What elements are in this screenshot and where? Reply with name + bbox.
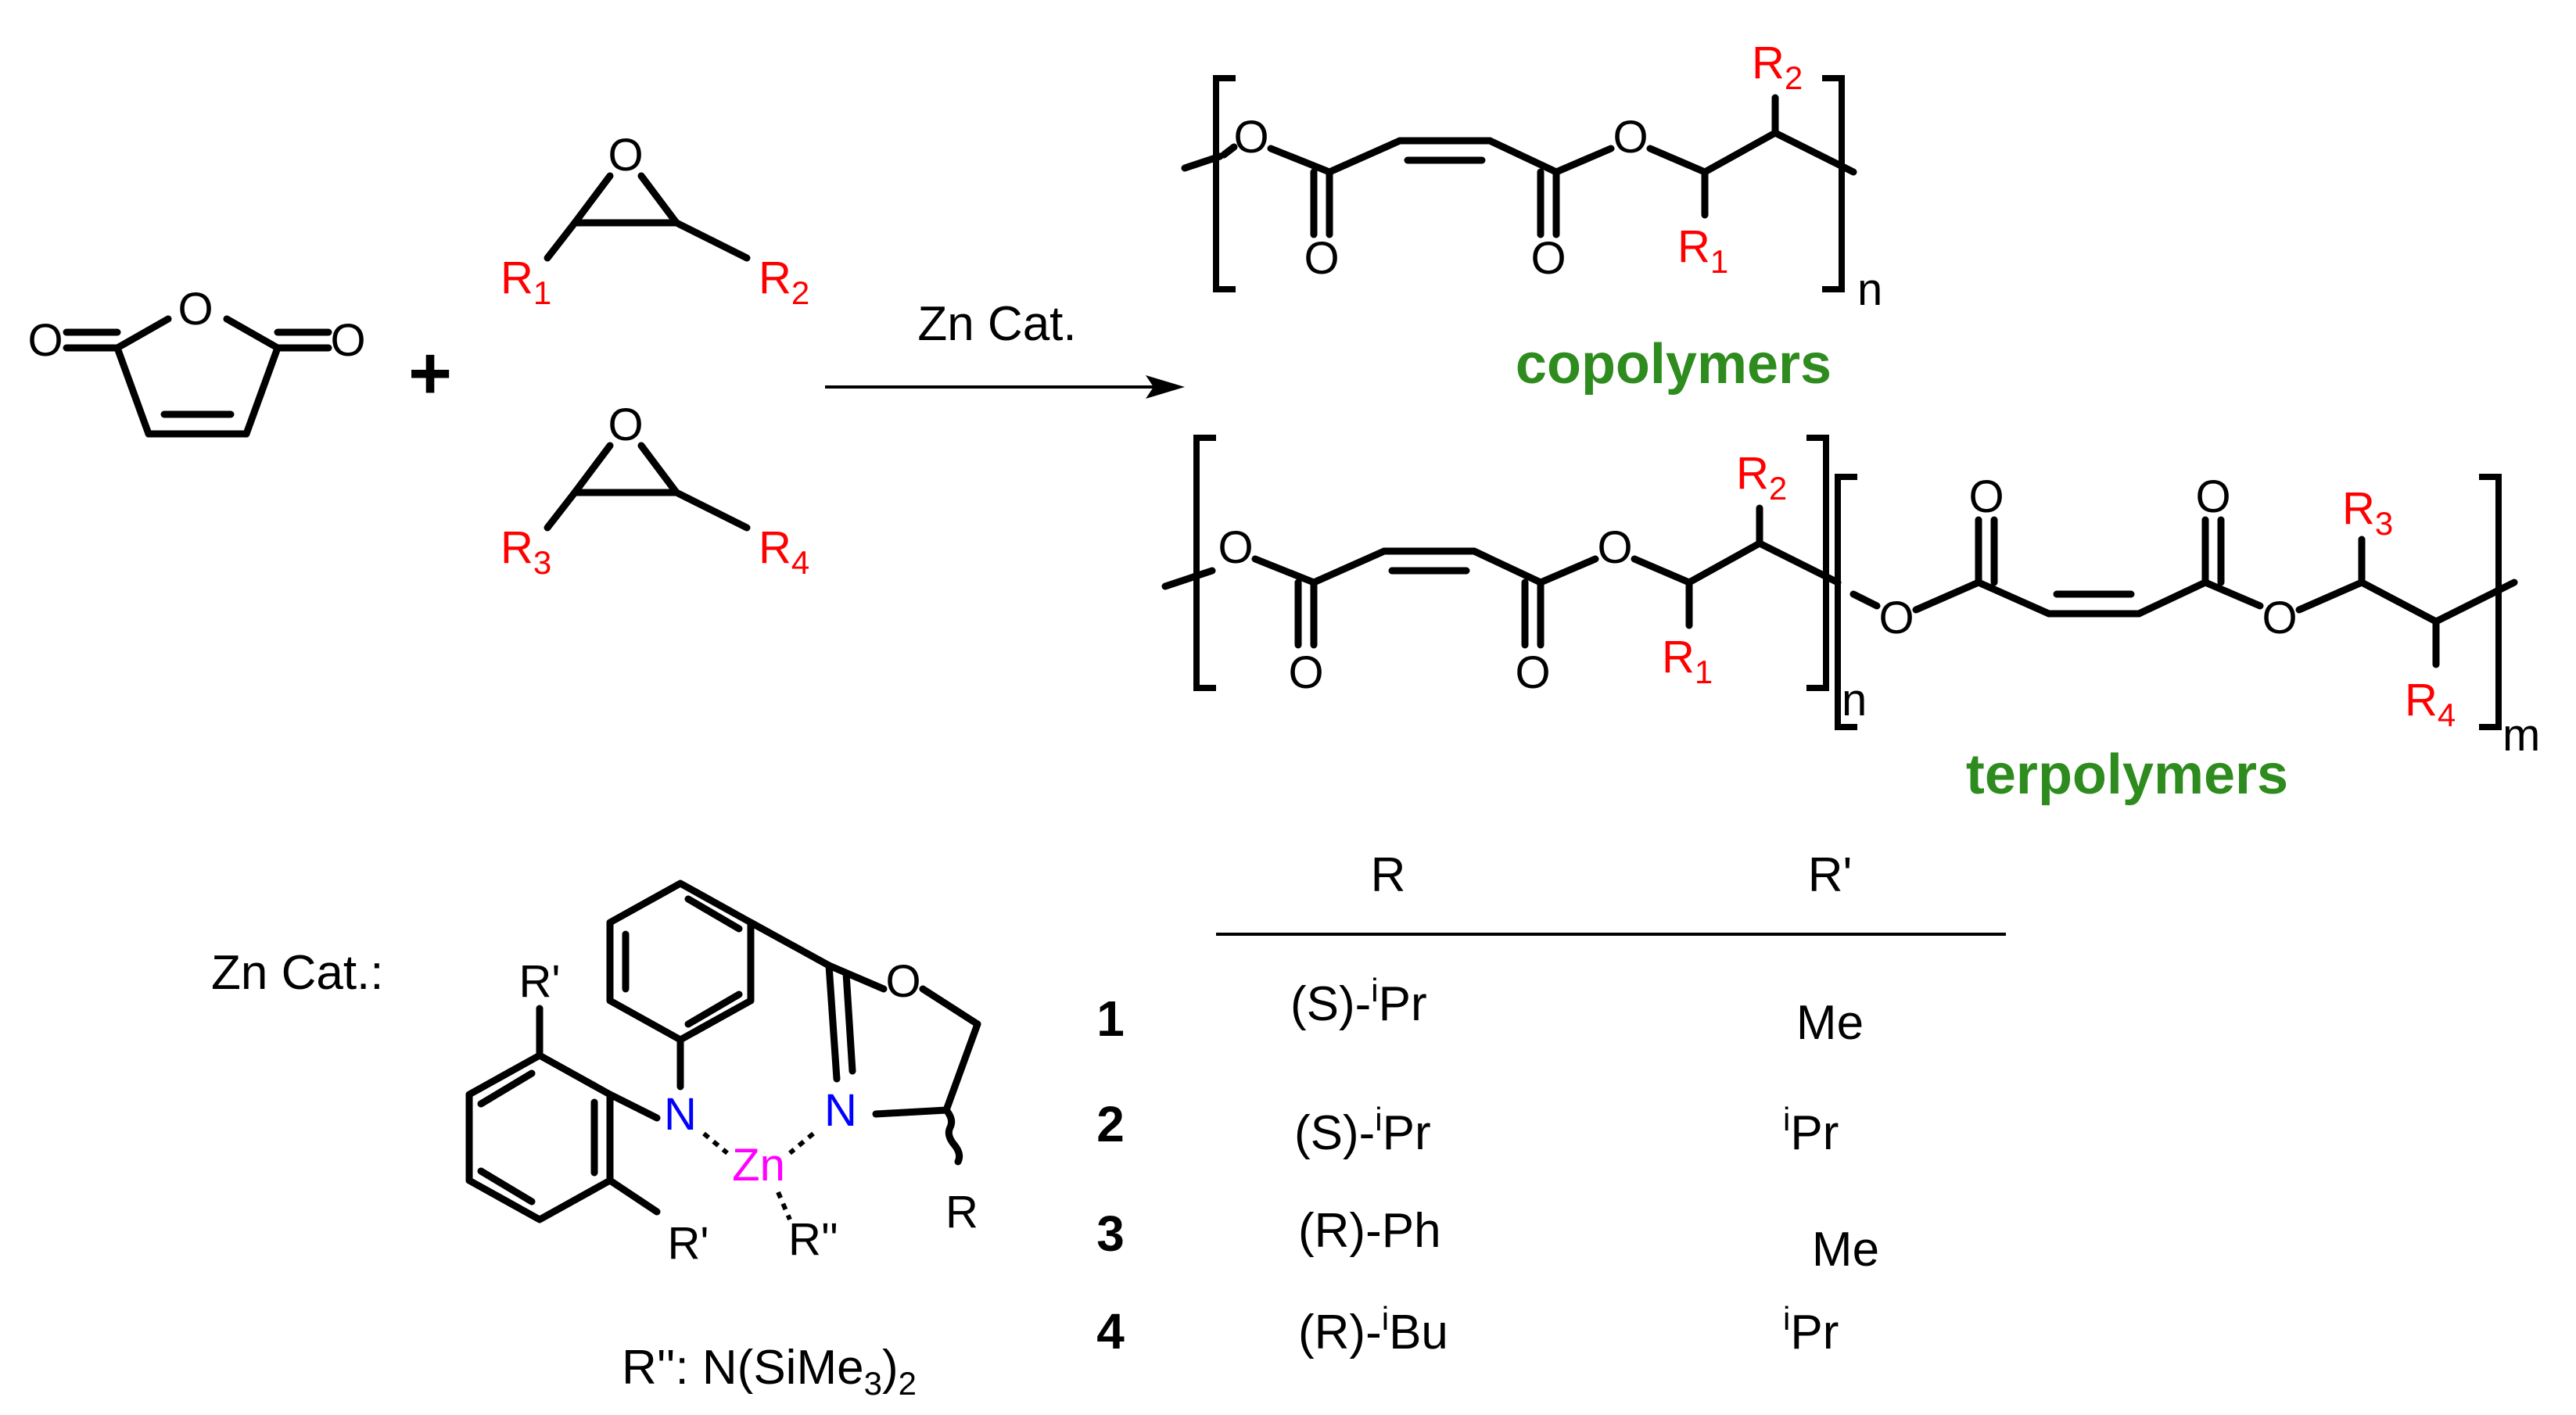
terpolymer-r4: R4 — [2405, 675, 2456, 733]
table-row-1-id: 1 — [1096, 990, 1125, 1047]
plus-sign: + — [408, 331, 452, 415]
table-row-1-r-prime: Me — [1796, 996, 1864, 1050]
oxazoline-oxygen: O — [885, 956, 920, 1007]
epoxide-r3-r4: O R3 R4 — [500, 399, 809, 581]
terpolymer-subscript-n: n — [1842, 675, 1867, 725]
terpolymer-ester-oxygen-1: O — [1218, 522, 1253, 573]
copolymer-structure: O O O O R2 R1 n copolymers — [1181, 38, 1882, 396]
substituent-r2: R2 — [759, 253, 809, 311]
terpolymer-ester-oxygen-3: O — [1878, 593, 1914, 643]
table-row-4-id: 4 — [1096, 1303, 1125, 1359]
arrow-catalyst-label: Zn Cat. — [917, 297, 1076, 351]
copolymer-r1: R1 — [1677, 221, 1728, 280]
substituent-r1: R1 — [500, 253, 551, 311]
terpolymer-carbonyl-oxygen-2: O — [1515, 647, 1550, 698]
epoxide1-oxygen: O — [608, 130, 643, 181]
copolymer-ester-oxygen-2: O — [1613, 112, 1648, 163]
terpolymer-structure: O O O O R2 R1 n O O O O — [1161, 435, 2540, 806]
epoxide-r1-r2: O R1 R2 — [500, 130, 809, 311]
anhydride-ring-oxygen: O — [178, 284, 213, 335]
copolymer-subscript-n: n — [1857, 264, 1882, 315]
terpolymer-ester-oxygen-4: O — [2262, 593, 2297, 643]
table-header-r: R — [1371, 848, 1406, 902]
catalyst-table: R R' 1 (S)-iPr Me 2 (S)-iPr iPr 3 (R)-Ph… — [1096, 848, 2006, 1359]
terpolymer-carbonyl-oxygen-1: O — [1288, 647, 1323, 698]
copolymer-r2: R2 — [1752, 38, 1803, 96]
r-double-prime-definition: R'': N(SiMe3)2 — [622, 1341, 917, 1402]
substituent-r4: R4 — [759, 522, 809, 581]
terpolymer-subscript-m: m — [2502, 710, 2540, 761]
table-row-3-r-prime: Me — [1812, 1223, 1879, 1277]
amido-nitrogen: N — [664, 1089, 697, 1140]
copolymer-carbonyl-oxygen-2: O — [1530, 233, 1566, 284]
terpolymer-ester-oxygen-2: O — [1597, 522, 1632, 573]
epoxide2-oxygen: O — [608, 399, 643, 450]
copolymers-label: copolymers — [1516, 333, 1832, 396]
table-row-2-r-prime: iPr — [1783, 1101, 1839, 1160]
table-row-2-r: (S)-iPr — [1294, 1101, 1431, 1160]
zinc-ligand-r-double-prime: R'' — [788, 1214, 838, 1265]
table-row-4-r: (R)-iBu — [1298, 1300, 1448, 1359]
copolymer-carbonyl-oxygen-1: O — [1304, 233, 1339, 284]
terpolymer-carbonyl-oxygen-3: O — [1968, 471, 2004, 522]
table-header-r-prime: R' — [1808, 848, 1853, 902]
terpolymers-label: terpolymers — [1966, 743, 2288, 806]
maleic-anhydride: O O O — [27, 284, 366, 438]
table-row-2-id: 2 — [1096, 1096, 1125, 1152]
reaction-arrow: Zn Cat. — [825, 297, 1185, 399]
zinc-center: Zn — [732, 1140, 785, 1191]
terpolymer-r3: R3 — [2342, 483, 2393, 542]
zinc-catalyst-structure: Zn Cat.: O N R N Zn R'' — [211, 879, 981, 1402]
anhydride-carbonyl-oxygen-right: O — [330, 315, 365, 366]
anhydride-carbonyl-oxygen-left: O — [27, 315, 63, 366]
oxazoline-substituent-r: R — [945, 1187, 978, 1238]
catalyst-legend-label: Zn Cat.: — [211, 946, 384, 1000]
table-row-3-r: (R)-Ph — [1298, 1204, 1441, 1258]
aryl-substituent-r-prime-top: R' — [519, 956, 561, 1007]
oxazoline-nitrogen: N — [824, 1085, 857, 1136]
terpolymer-r2: R2 — [1736, 448, 1787, 507]
substituent-r3: R3 — [500, 522, 551, 581]
terpolymer-r1: R1 — [1662, 632, 1713, 690]
aryl-substituent-r-prime-bottom: R' — [668, 1218, 709, 1269]
table-row-3-id: 3 — [1096, 1205, 1125, 1262]
table-row-1-r: (S)-iPr — [1290, 972, 1427, 1031]
copolymer-ester-oxygen-1: O — [1233, 112, 1268, 163]
terpolymer-carbonyl-oxygen-4: O — [2195, 471, 2230, 522]
table-row-4-r-prime: iPr — [1783, 1300, 1839, 1359]
